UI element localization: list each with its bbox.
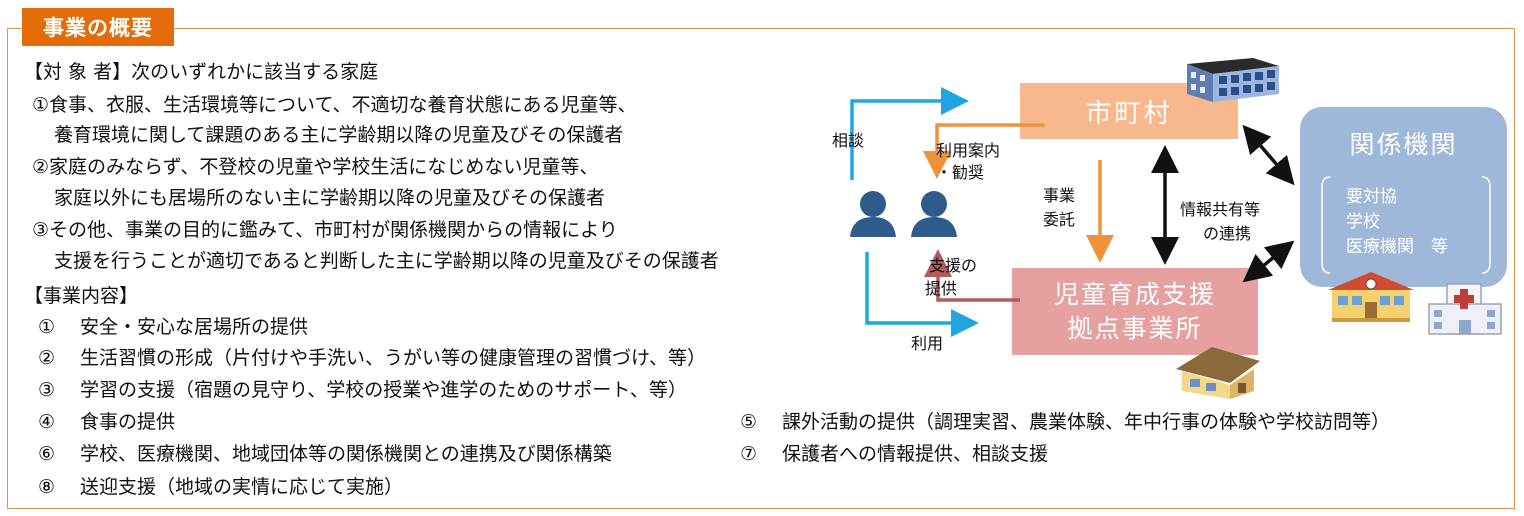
center-label-line1: 児童育成支援 xyxy=(1053,279,1216,309)
content-item-text: 安全・安心な居場所の提供 xyxy=(80,316,309,338)
content-item-text: 保護者への情報提供、相談支援 xyxy=(782,443,1049,465)
support-label-line1: 支援の xyxy=(929,256,978,275)
content-item-2: ② 生活習慣の形成（片付けや手洗い、うがい等の健康管理の習慣づけ、等） xyxy=(38,347,706,369)
person-icon xyxy=(850,191,896,237)
link-municipality-agencies-arrow xyxy=(1242,124,1295,186)
content-title: 【事業内容】 xyxy=(24,285,139,307)
office-building-icon xyxy=(1187,58,1279,102)
hospital-icon xyxy=(1428,283,1502,335)
agency-item: 要対協 xyxy=(1346,187,1397,207)
person-icon xyxy=(911,191,957,237)
content-item-5: ⑤ 課外活動の提供（調理実習、農業体験、年中行事の体験や学校訪問等） xyxy=(740,411,1390,433)
content-item-4: ④ 食事の提供 xyxy=(38,411,175,433)
guidance-label-line2: ・勧奨 xyxy=(936,163,985,182)
content-item-number: ⑦ xyxy=(740,443,758,465)
center-box: 児童育成支援 拠点事業所 xyxy=(1012,268,1258,355)
guidance-arrow xyxy=(923,123,1045,179)
agency-item: 学校 xyxy=(1346,212,1380,232)
content-item-number: ⑤ xyxy=(740,411,758,433)
support-arrow xyxy=(924,249,1020,302)
commission-label-line1: 事業 xyxy=(1043,186,1076,205)
content-item-number: ⑧ xyxy=(38,476,56,498)
school-icon xyxy=(1328,272,1414,322)
target-item-3-line2: 支援を行うことが適切であると判断した主に学齢期以降の児童及びその保護者 xyxy=(54,250,719,272)
content-item-text: 課外活動の提供（調理実習、農業体験、年中行事の体験や学校訪問等） xyxy=(782,411,1391,433)
use-label: 利用 xyxy=(911,334,944,353)
use-arrow xyxy=(865,252,979,337)
commission-label-line2: 委託 xyxy=(1043,210,1076,229)
content-item-number: ④ xyxy=(38,411,56,433)
municipality-label: 市町村 xyxy=(1085,98,1173,129)
content-item-3: ③ 学習の支援（宿題の見守り、学校の授業や進学のためのサポート、等） xyxy=(38,379,687,401)
content-item-1: ① 安全・安心な居場所の提供 xyxy=(38,316,308,338)
content-item-number: ⑥ xyxy=(38,443,56,465)
house-icon xyxy=(1176,347,1260,399)
content-item-8: ⑧ 送迎支援（地域の実情に応じて実施） xyxy=(38,476,403,498)
content-item-number: ① xyxy=(38,316,56,338)
agencies-box: 関係機関 要対協 学校 医療機関 等 xyxy=(1300,107,1507,287)
content-item-text: 学習の支援（宿題の見守り、学校の授業や進学のためのサポート、等） xyxy=(80,379,687,401)
content-item-text: 学校、医療機関、地域団体等の関係機関との連携及び関係構築 xyxy=(80,443,612,465)
agencies-title: 関係機関 xyxy=(1349,130,1458,159)
content-item-text: 食事の提供 xyxy=(80,411,176,433)
target-title: 【対 象 者】次のいずれかに該当する家庭 xyxy=(24,61,379,83)
summary-frame xyxy=(7,28,1515,509)
content-item-number: ② xyxy=(38,347,56,369)
content-item-number: ③ xyxy=(38,379,56,401)
content-item-7: ⑦ 保護者への情報提供、相談支援 xyxy=(740,443,1048,465)
target-item-1-line1: ①食事、衣服、生活環境等について、不適切な養育状態にある児童等、 xyxy=(32,94,637,116)
section-heading: 事業の概要 xyxy=(22,8,174,46)
content-item-6: ⑥ 学校、医療機関、地域団体等の関係機関との連携及び関係構築 xyxy=(38,443,612,465)
content-item-text: 送迎支援（地域の実情に応じて実施） xyxy=(80,476,404,498)
content-item-text: 生活習慣の形成（片付けや手洗い、うがい等の健康管理の習慣づけ、等） xyxy=(80,347,707,369)
link-center-agencies-arrow xyxy=(1242,240,1295,283)
consult-arrow xyxy=(850,87,969,180)
target-item-1-line2: 養育環境に関して課題のある主に学齢期以降の児童及びその保護者 xyxy=(54,124,624,146)
target-item-2-line1: ②家庭のみならず、不登校の児童や学校生活になじめない児童等、 xyxy=(32,156,599,178)
agency-item: 医療機関 等 xyxy=(1346,237,1448,257)
guidance-label-line1: 利用案内 xyxy=(936,141,1001,160)
consult-label: 相談 xyxy=(832,131,865,150)
center-label-line2: 拠点事業所 xyxy=(1067,313,1203,343)
share-label-line2: の連携 xyxy=(1203,224,1252,243)
share-label-line1: 情報共有等 xyxy=(1180,200,1261,219)
target-item-3-line1: ③その他、事業の目的に鑑みて、市町村が関係機関からの情報により xyxy=(32,219,618,241)
support-label-line2: 提供 xyxy=(925,279,958,298)
target-item-2-line2: 家庭以外にも居場所のない主に学齢期以降の児童及びその保護者 xyxy=(54,187,606,209)
